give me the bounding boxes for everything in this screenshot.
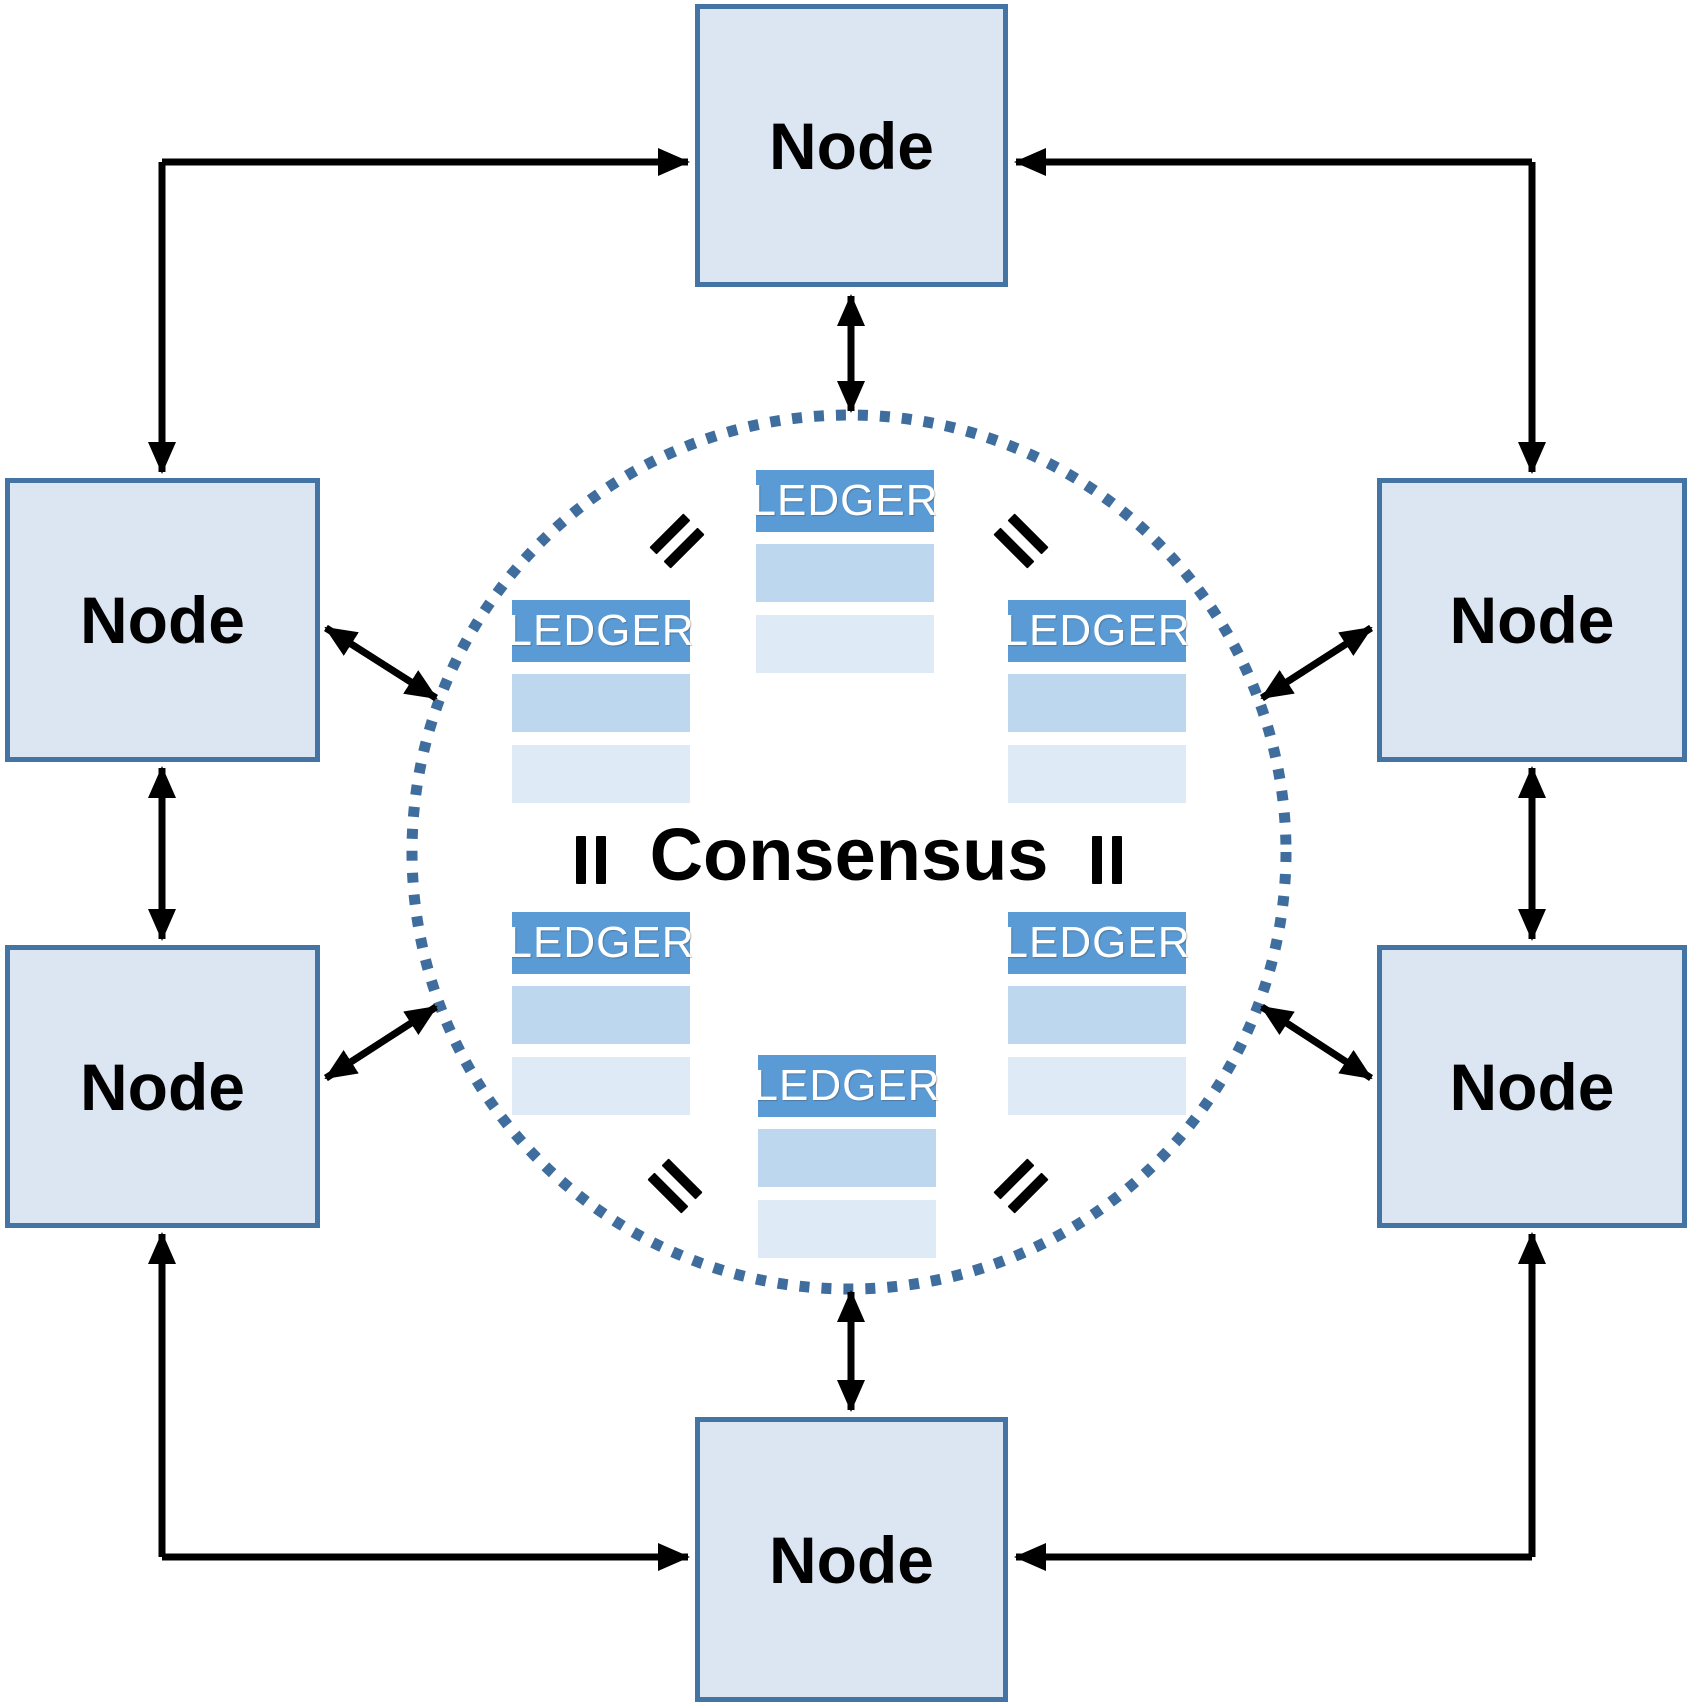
node-upper-right-label: Node — [1449, 583, 1615, 657]
node-lower-right: Node — [1377, 945, 1687, 1228]
ledger-row — [512, 1057, 690, 1115]
equals-icon — [576, 836, 606, 884]
node-top-label: Node — [769, 108, 934, 183]
node-lower-left-label: Node — [80, 1049, 245, 1124]
ledger-row — [756, 544, 934, 602]
ledger-upper-right: LEDGER — [1004, 600, 1189, 816]
ledger-row — [512, 745, 690, 803]
node-top: Node — [695, 4, 1008, 287]
node-bottom: Node — [695, 1417, 1008, 1702]
ledger-upper-right-header: LEDGER — [1004, 600, 1189, 662]
node-lower-left: Node — [5, 945, 320, 1228]
ledger-lower-left-header: LEDGER — [508, 912, 693, 974]
ledger-row — [512, 986, 690, 1044]
ledger-upper-left-header: LEDGER — [508, 600, 693, 662]
node-lower-right-label: Node — [1449, 1049, 1615, 1124]
ledger-row — [1008, 986, 1186, 1044]
ledger-row — [512, 674, 690, 732]
consensus-title: Consensus — [649, 813, 1049, 896]
ledger-row — [756, 615, 934, 673]
ledger-row — [758, 1200, 936, 1258]
ledger-row — [1008, 674, 1186, 732]
equals-icon — [1092, 836, 1122, 884]
diag-lower-right-in — [1260, 1004, 1373, 1081]
ledger-row — [1008, 745, 1186, 803]
ledger-row — [758, 1129, 936, 1187]
diag-upper-left-in — [324, 625, 438, 701]
node-upper-left-label: Node — [80, 583, 245, 657]
diag-upper-right-in — [1260, 625, 1373, 701]
ledger-lower-right-header: LEDGER — [1004, 912, 1189, 974]
ledger-bottom-center: LEDGER — [754, 1055, 939, 1271]
ledger-row — [1008, 1057, 1186, 1115]
ledger-upper-left: LEDGER — [508, 600, 693, 816]
ledger-bottom-center-header: LEDGER — [754, 1055, 939, 1117]
ledger-lower-left: LEDGER — [508, 912, 693, 1128]
node-upper-right: Node — [1377, 478, 1687, 762]
ledger-top-center-header: LEDGER — [752, 470, 937, 532]
consensus-ring-icon — [406, 409, 1292, 1295]
node-bottom-label: Node — [769, 1522, 934, 1597]
ledger-lower-right: LEDGER — [1004, 912, 1189, 1128]
node-upper-left: Node — [5, 478, 320, 762]
diag-lower-left-in — [324, 1004, 438, 1081]
ledger-top-center: LEDGER — [752, 470, 937, 686]
